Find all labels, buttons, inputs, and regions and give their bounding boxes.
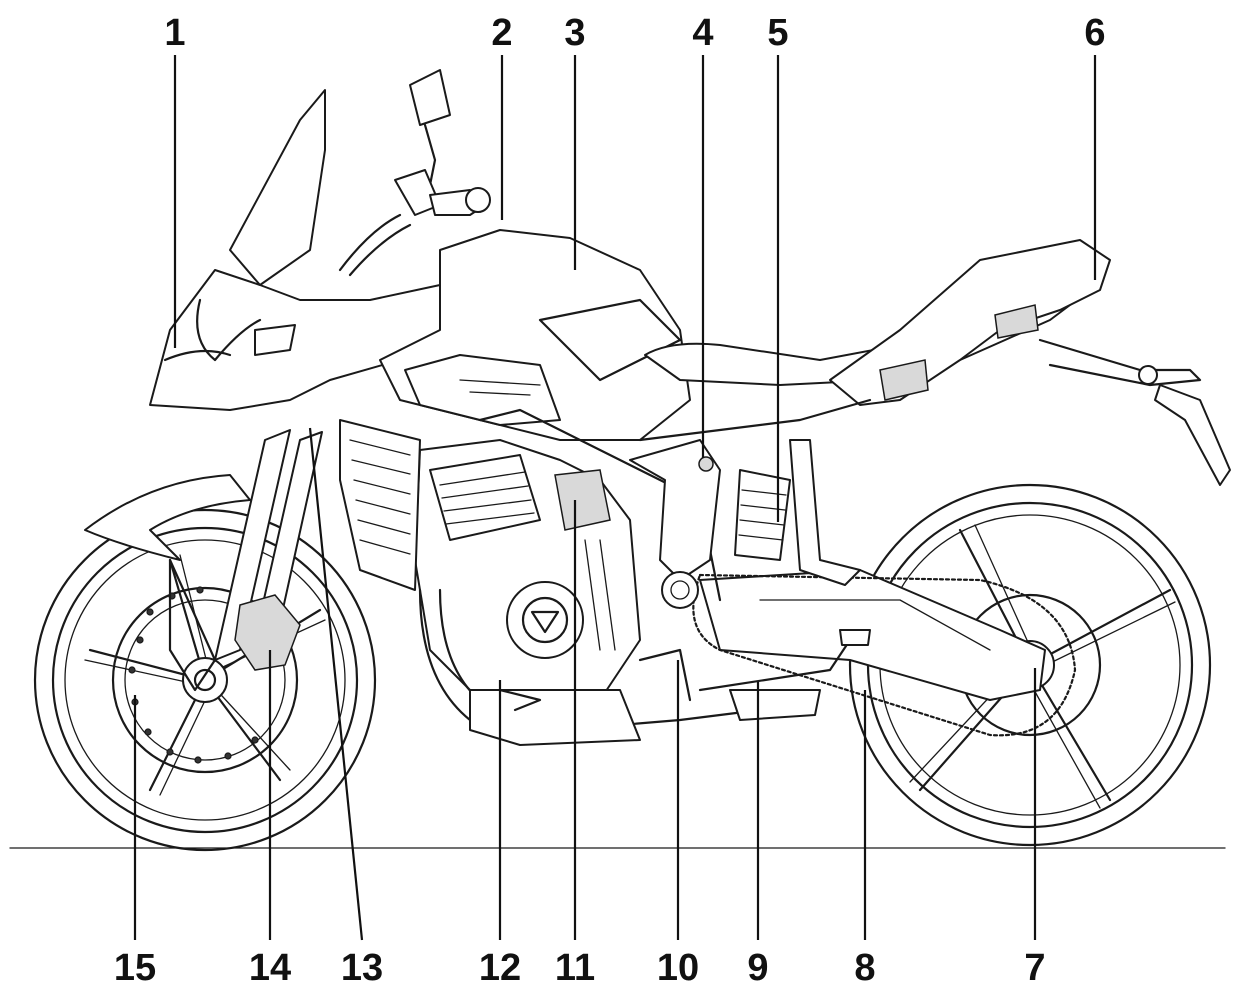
- tail-section: [829, 239, 1231, 486]
- callout-1: 1: [164, 12, 185, 54]
- fuel-tank: [379, 229, 691, 441]
- callout-7: 7: [1024, 947, 1045, 987]
- exhaust: [418, 588, 821, 746]
- callout-12: 12: [479, 947, 521, 987]
- swingarm: [699, 569, 1046, 701]
- footpegs-stand: [498, 629, 871, 712]
- callout-4: 4: [692, 12, 713, 54]
- callout-2: 2: [491, 12, 512, 54]
- callout-15: 15: [114, 947, 156, 987]
- radiator: [339, 419, 421, 591]
- drive-chain: [692, 573, 1077, 737]
- callout-numbers: 1 2 3 4 5 6 7 8 9 10 11 12 13 14 15: [114, 12, 1106, 987]
- motorcycle-illustration: [33, 69, 1231, 852]
- brake-caliper: [234, 594, 301, 671]
- leader-lines: [133, 55, 1097, 941]
- callout-14: 14: [249, 947, 291, 987]
- callout-3: 3: [564, 12, 585, 54]
- front-wheel: [33, 508, 377, 852]
- callout-11: 11: [555, 947, 595, 987]
- callout-9: 9: [747, 947, 768, 987]
- leader-13: [308, 427, 364, 941]
- callout-10: 10: [657, 947, 699, 987]
- callout-5: 5: [767, 12, 788, 54]
- front-fender: [84, 474, 251, 561]
- callout-6: 6: [1084, 12, 1105, 54]
- mirror-handlebar: [338, 69, 491, 277]
- front-fairing: [149, 89, 446, 411]
- rear-shock: [734, 469, 791, 561]
- frame: [478, 398, 872, 609]
- callout-13: 13: [341, 947, 383, 987]
- engine: [414, 439, 641, 711]
- callout-8: 8: [854, 947, 875, 987]
